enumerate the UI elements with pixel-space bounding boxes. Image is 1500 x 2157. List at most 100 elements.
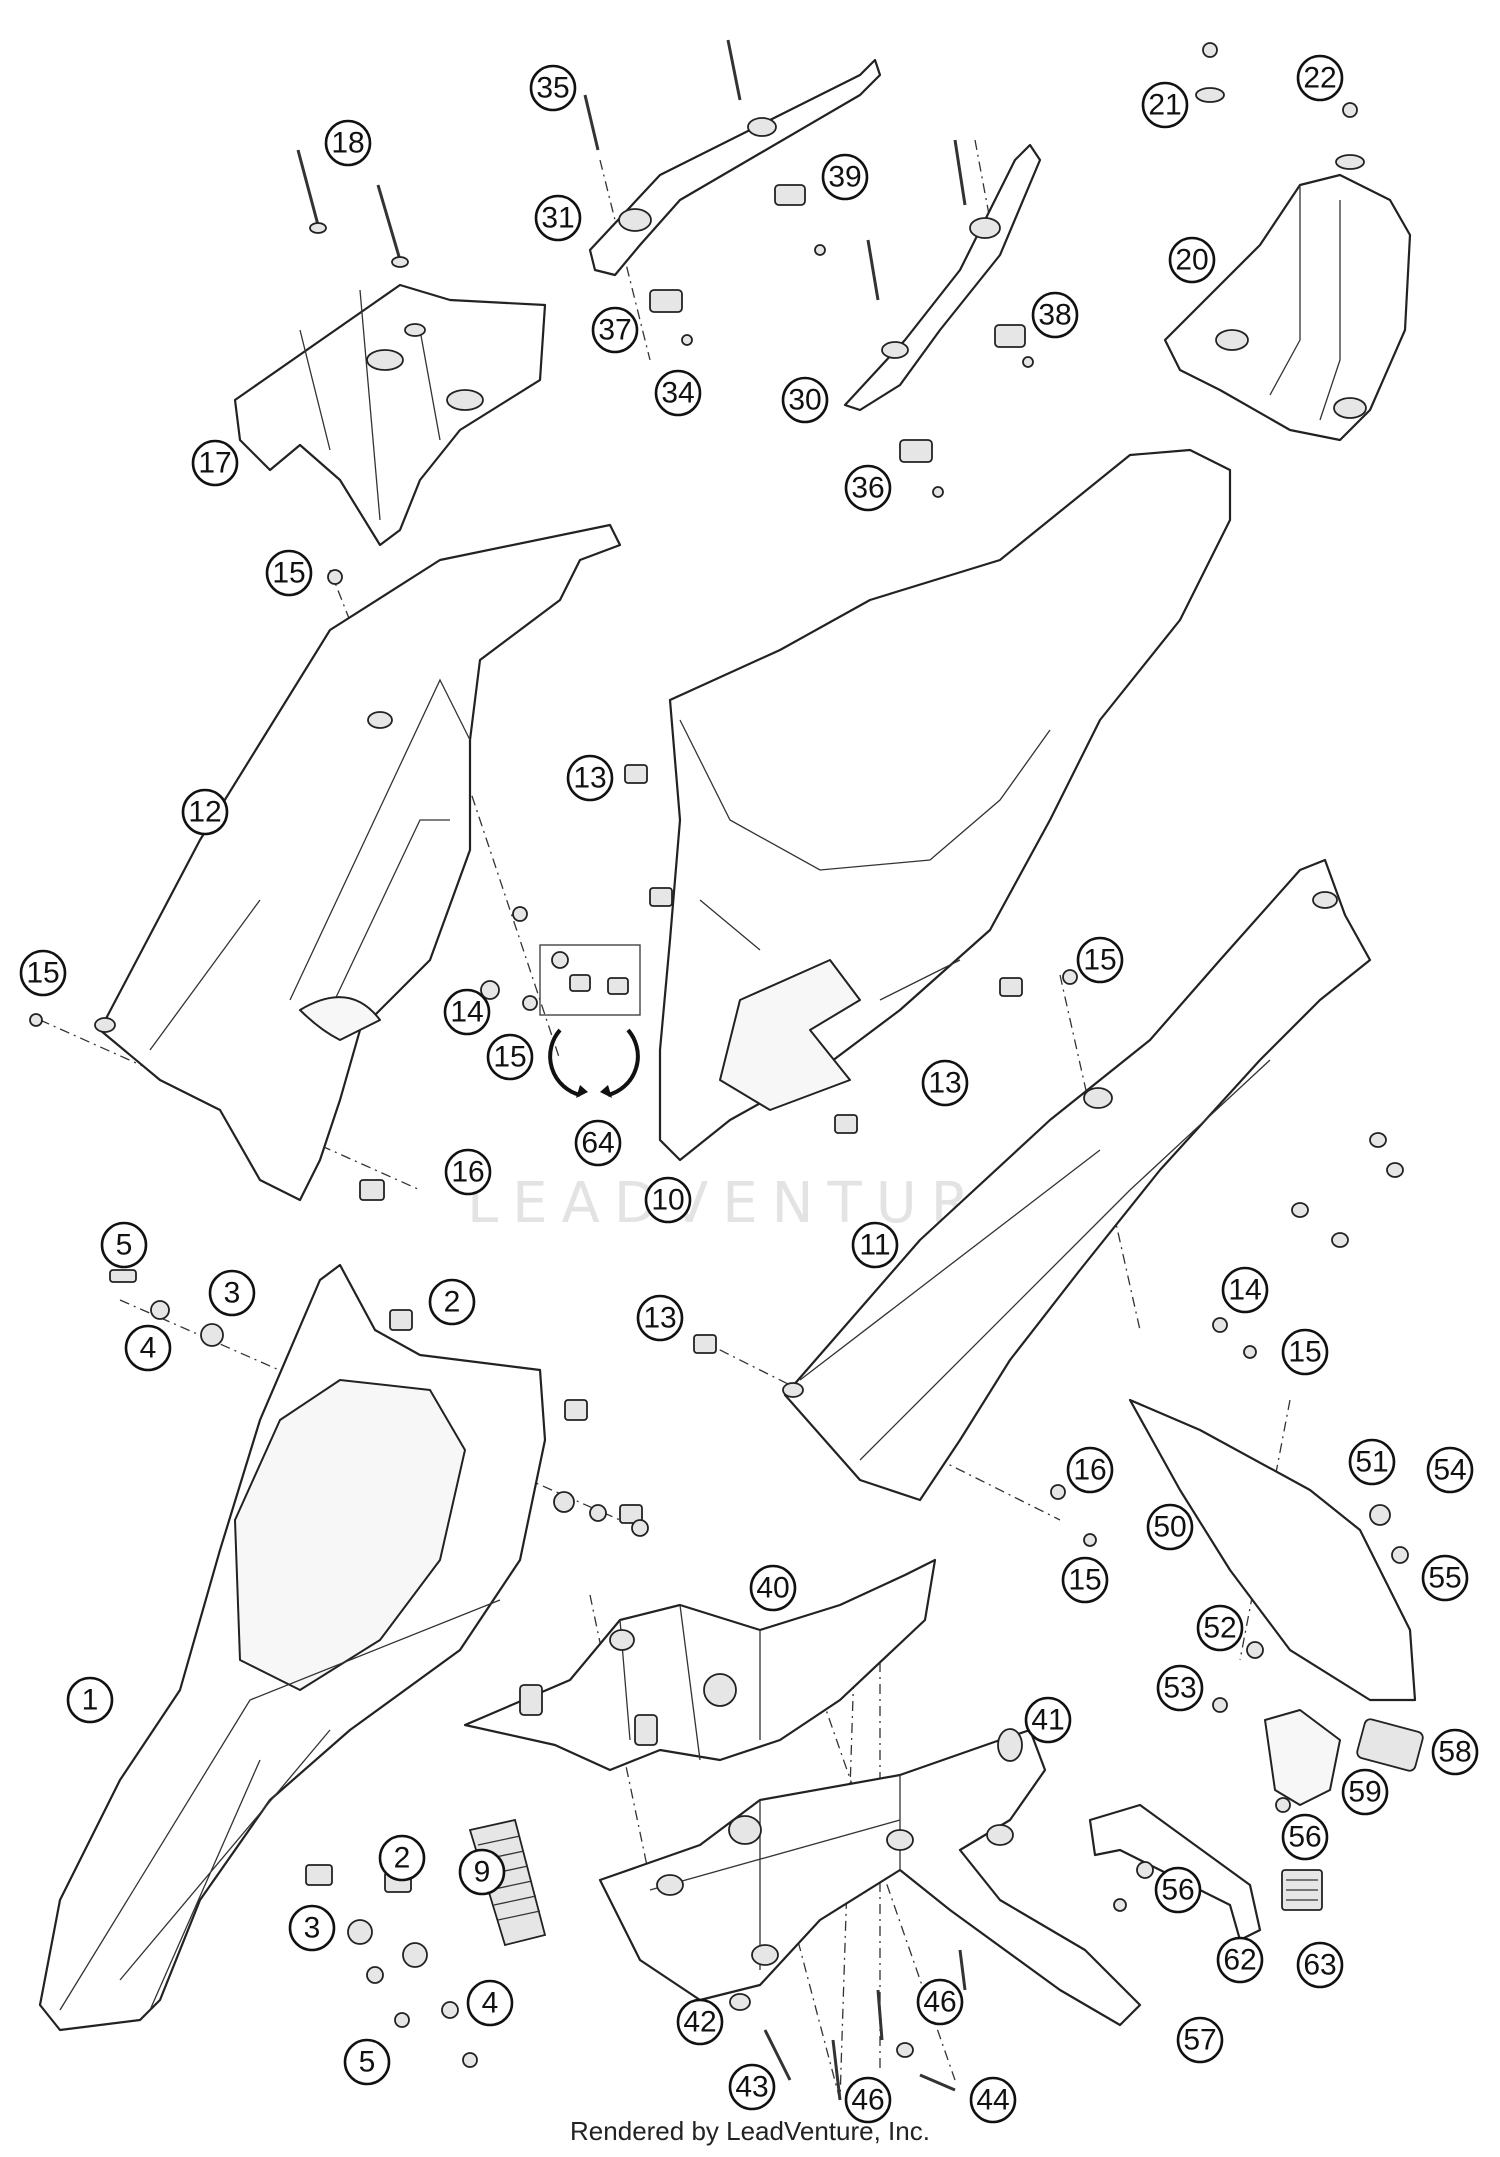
svg-text:1: 1 xyxy=(82,1684,99,1717)
callout-15b: 15 xyxy=(19,949,67,997)
callout-12: 12 xyxy=(181,788,229,836)
svg-text:36: 36 xyxy=(851,472,884,505)
callout-13b: 13 xyxy=(921,1059,969,1107)
callout-46b: 46 xyxy=(844,2076,892,2124)
svg-text:30: 30 xyxy=(788,384,821,417)
svg-text:35: 35 xyxy=(536,72,569,105)
svg-text:2: 2 xyxy=(394,1842,411,1875)
hardware-lower-left xyxy=(305,1818,547,2068)
svg-text:15: 15 xyxy=(1068,1564,1101,1597)
hardware-lower-bolts xyxy=(729,1949,967,2101)
callout-30: 30 xyxy=(781,376,829,424)
callout-14b: 14 xyxy=(1221,1266,1269,1314)
svg-text:46: 46 xyxy=(923,1986,956,2019)
svg-text:13: 13 xyxy=(928,1067,961,1100)
svg-text:57: 57 xyxy=(1183,2024,1216,2057)
svg-text:18: 18 xyxy=(331,127,364,160)
svg-text:46: 46 xyxy=(851,2084,884,2117)
callout-55: 55 xyxy=(1421,1554,1469,1602)
svg-text:63: 63 xyxy=(1303,1949,1336,1982)
watermark-text: LEADVENTURE xyxy=(467,1171,1033,1236)
svg-text:15: 15 xyxy=(272,557,305,590)
svg-text:5: 5 xyxy=(359,2046,376,2079)
svg-text:3: 3 xyxy=(224,1277,241,1310)
svg-text:4: 4 xyxy=(482,1987,499,2020)
callout-3b: 3 xyxy=(288,1904,336,1952)
svg-text:40: 40 xyxy=(756,1572,789,1605)
callout-1: 1 xyxy=(66,1676,114,1724)
svg-text:16: 16 xyxy=(1073,1454,1106,1487)
part-17-bracket xyxy=(233,149,547,547)
svg-text:50: 50 xyxy=(1153,1511,1186,1544)
svg-text:13: 13 xyxy=(573,762,606,795)
svg-text:42: 42 xyxy=(683,2006,716,2039)
callout-2b: 2 xyxy=(378,1834,426,1882)
callout-15a: 15 xyxy=(265,549,313,597)
svg-text:34: 34 xyxy=(661,377,694,410)
callout-5a: 5 xyxy=(100,1221,148,1269)
callout-18: 18 xyxy=(324,119,372,167)
svg-text:56: 56 xyxy=(1288,1821,1321,1854)
callout-56b: 56 xyxy=(1154,1866,1202,1914)
part-40-seat-support xyxy=(463,1558,937,1772)
svg-text:9: 9 xyxy=(474,1856,491,1889)
callout-15e: 15 xyxy=(1281,1328,1329,1376)
svg-text:15: 15 xyxy=(1083,944,1116,977)
callout-2a: 2 xyxy=(428,1278,476,1326)
svg-text:15: 15 xyxy=(26,957,59,990)
svg-text:59: 59 xyxy=(1348,1776,1381,1809)
callout-4a: 4 xyxy=(124,1324,172,1372)
callout-44: 44 xyxy=(969,2076,1017,2124)
callout-35: 35 xyxy=(529,64,577,112)
part-41-lower-cover xyxy=(598,1728,1142,2027)
callout-14a: 14 xyxy=(443,988,491,1036)
callout-11: 11 xyxy=(851,1221,899,1269)
callout-50: 50 xyxy=(1146,1503,1194,1551)
svg-text:3: 3 xyxy=(304,1912,321,1945)
svg-text:51: 51 xyxy=(1355,1446,1388,1479)
svg-text:5: 5 xyxy=(116,1229,133,1262)
callout-13a: 13 xyxy=(566,754,614,802)
callout-52: 52 xyxy=(1196,1604,1244,1652)
callout-4b: 4 xyxy=(466,1979,514,2027)
callout-31: 31 xyxy=(534,194,582,242)
callout-34: 34 xyxy=(654,369,702,417)
callout-20: 20 xyxy=(1168,236,1216,284)
svg-text:11: 11 xyxy=(859,1229,890,1262)
callout-9: 9 xyxy=(458,1848,506,1896)
svg-text:62: 62 xyxy=(1223,1944,1256,1977)
callout-64: 64 xyxy=(574,1119,622,1167)
callout-59: 59 xyxy=(1341,1768,1389,1816)
part-30-grab-handle xyxy=(843,139,1042,412)
svg-text:54: 54 xyxy=(1433,1454,1466,1487)
svg-text:17: 17 xyxy=(198,447,231,480)
callout-56a: 56 xyxy=(1281,1813,1329,1861)
svg-text:56: 56 xyxy=(1161,1874,1194,1907)
hardware-inset-14-15-64 xyxy=(480,906,641,1134)
callout-58: 58 xyxy=(1431,1728,1479,1776)
svg-text:43: 43 xyxy=(735,2071,768,2104)
svg-text:44: 44 xyxy=(976,2084,1009,2117)
svg-text:21: 21 xyxy=(1148,89,1181,122)
svg-text:4: 4 xyxy=(140,1332,157,1365)
callout-63: 63 xyxy=(1296,1941,1344,1989)
part-11-right-side-cover xyxy=(29,569,1404,1547)
callout-39: 39 xyxy=(821,153,869,201)
callout-13c: 13 xyxy=(636,1294,684,1342)
callout-15f: 15 xyxy=(1061,1556,1109,1604)
callout-17: 17 xyxy=(191,439,239,487)
callout-16b: 16 xyxy=(1066,1446,1114,1494)
part-12-left-side-cover xyxy=(94,523,622,1202)
svg-text:10: 10 xyxy=(651,1184,684,1217)
callout-54: 54 xyxy=(1426,1446,1474,1494)
render-credit: Rendered by LeadVenture, Inc. xyxy=(570,2116,930,2146)
callout-62: 62 xyxy=(1216,1936,1264,1984)
svg-text:20: 20 xyxy=(1175,244,1208,277)
part-10-tail-section xyxy=(624,448,1232,1162)
svg-text:64: 64 xyxy=(581,1127,614,1160)
svg-text:15: 15 xyxy=(493,1041,526,1074)
svg-text:31: 31 xyxy=(541,202,574,235)
callout-42: 42 xyxy=(676,1998,724,2046)
